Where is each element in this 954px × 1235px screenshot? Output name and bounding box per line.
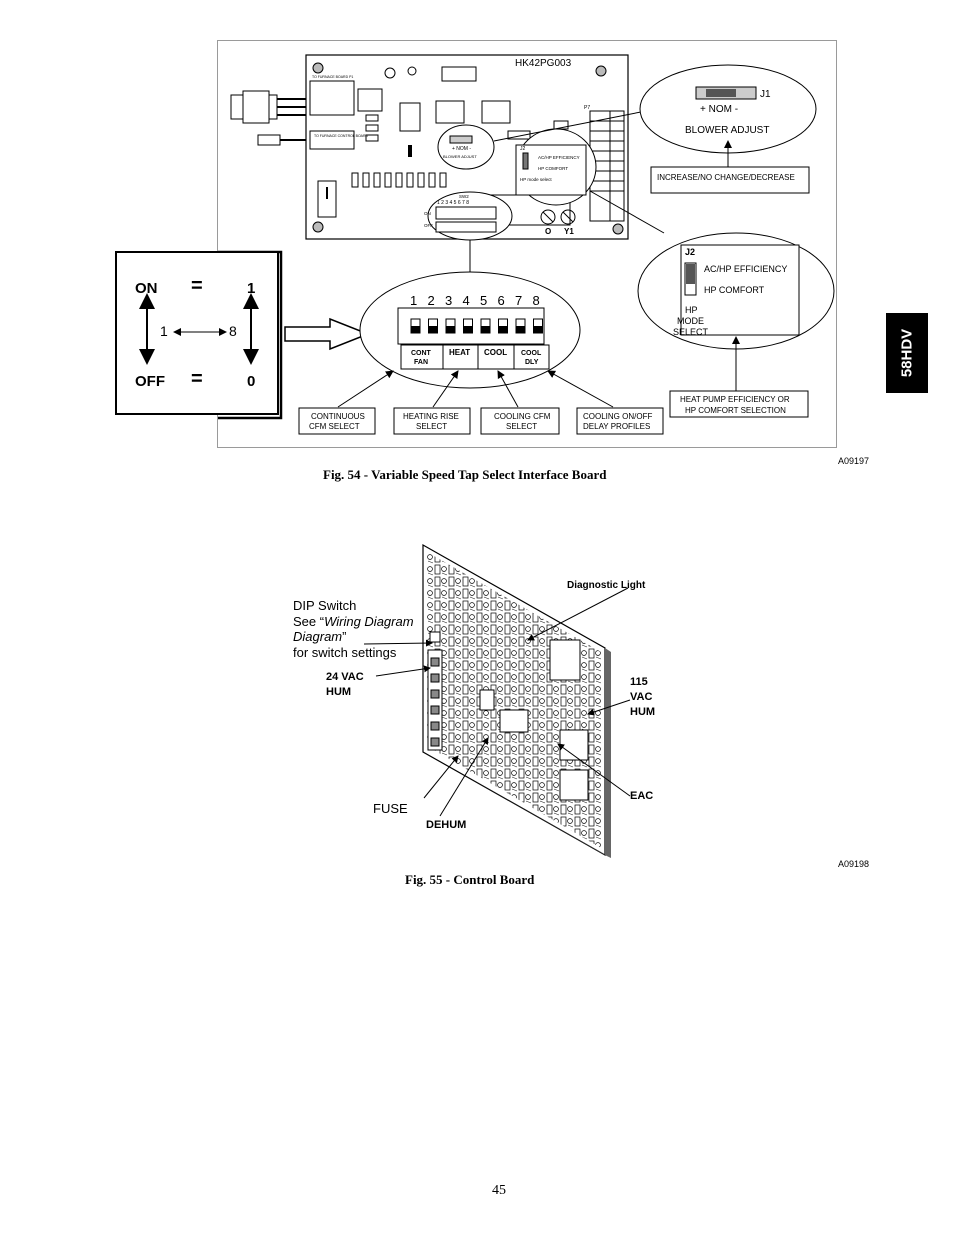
terminal-y1: Y1 xyxy=(564,227,574,236)
j2-option-2: HP COMFORT xyxy=(704,285,765,295)
fig54-code: A09197 xyxy=(838,456,870,466)
svg-text:HP mode select: HP mode select xyxy=(520,177,552,182)
terminal-o: O xyxy=(545,227,551,236)
wire-harness xyxy=(230,90,338,146)
fig55-code: A09198 xyxy=(838,859,870,869)
dip-switch-bank xyxy=(410,318,543,334)
j1-scale: + NOM - xyxy=(700,104,738,115)
j2-option-1: AC/HP EFFICIENCY xyxy=(704,264,787,274)
label-dip-switch-line2: See “Wiring Diagram xyxy=(293,613,414,629)
label-dip-switch-line4: for switch settings xyxy=(293,644,397,660)
blower-adjust-detail-small: + NOM - BLOWER ADJUST xyxy=(437,124,495,170)
dip-switch-knob-1 xyxy=(411,326,420,333)
dip-switch-knob-8 xyxy=(533,326,543,333)
hp-mode-detail-small: J2 AC/HP EFFICIENCY HP COMFORT HP mode s… xyxy=(515,128,597,206)
dip-number-3: 3 xyxy=(445,293,452,308)
dip-switch-detail-small: SW2 1 2 3 4 5 6 7 8 ON OFF xyxy=(424,191,513,241)
page-number: 45 xyxy=(492,1183,506,1198)
label-dehum: DEHUM xyxy=(426,819,467,831)
svg-text:BLOWER ADJUST: BLOWER ADJUST xyxy=(443,154,477,159)
svg-text:AC/HP EFFICIENCY: AC/HP EFFICIENCY xyxy=(538,155,580,160)
svg-text:ON: ON xyxy=(424,211,431,216)
switch-legend-arrows xyxy=(139,293,259,365)
fig54-caption: Fig. 54 - Variable Speed Tap Select Inte… xyxy=(323,467,607,482)
label-dip-switch-line1: DIP Switch xyxy=(293,598,357,613)
legend-on: ON xyxy=(135,280,158,297)
dip-switch-knob-2 xyxy=(428,326,438,333)
j2-detail: J2 AC/HP EFFICIENCY HP COMFORT HP MODE S… xyxy=(637,232,835,418)
dip-number-2: 2 xyxy=(428,293,435,308)
legend-eq-top: = xyxy=(191,275,203,297)
pointer-arrow xyxy=(284,317,371,351)
svg-text:J2: J2 xyxy=(520,146,526,152)
j1-detail: J1 + NOM - BLOWER ADJUST INCREASE/NO CHA… xyxy=(639,64,817,194)
legend-one: 1 xyxy=(247,280,256,297)
label-dip-switch-line3: Diagram” xyxy=(293,629,347,644)
board-model: HK42PG003 xyxy=(515,58,572,69)
legend-left-num: 1 xyxy=(160,323,168,339)
dip-switch-knob-7 xyxy=(516,326,525,333)
j2-note: HEAT PUMP EFFICIENCY OR HP COMFORT SELEC… xyxy=(680,395,792,415)
label-diagnostic-light: Diagnostic Light xyxy=(567,580,646,591)
svg-text:SW2: SW2 xyxy=(459,194,469,199)
legend-zero: 0 xyxy=(247,373,256,390)
label-eac: EAC xyxy=(630,790,654,802)
control-board-illustration xyxy=(363,543,631,858)
legend-off: OFF xyxy=(135,373,165,390)
dip-number-7: 7 xyxy=(515,293,522,308)
svg-text:HP COMFORT: HP COMFORT xyxy=(538,166,568,171)
svg-text:+ NOM -: + NOM - xyxy=(452,146,471,152)
dip-switch-knob-6 xyxy=(498,326,508,333)
dip-switch-knob-3 xyxy=(446,326,455,333)
j2-label: J2 xyxy=(685,247,695,257)
j1-note: INCREASE/NO CHANGE/DECREASE xyxy=(657,173,795,182)
p7-label: P7 xyxy=(584,105,590,111)
label-dip-switch: DIP Switch See “Wiring Diagram Diagram” … xyxy=(293,598,414,660)
furnace-label-2: TO FURNACE CONTROL BOARD xyxy=(314,134,369,138)
section-tab: 58HDV xyxy=(886,313,928,393)
dip-switch-knob-5 xyxy=(481,326,490,333)
j1-title: BLOWER ADJUST xyxy=(685,125,769,136)
dip-group-heat: HEAT xyxy=(449,348,470,357)
j1-label: J1 xyxy=(760,89,771,100)
fig55-caption: Fig. 55 - Control Board xyxy=(405,872,535,887)
section-tab-label: 58HDV xyxy=(898,328,916,378)
switch-legend-box: ON = 1 1 8 OFF = 0 xyxy=(115,251,279,415)
dip-number-6: 6 xyxy=(498,293,505,308)
figure-55 xyxy=(280,540,680,860)
dip-number-5: 5 xyxy=(480,293,487,308)
furnace-label-1: TO FURNACE BOARD P1 xyxy=(312,75,353,79)
dip-callouts xyxy=(298,370,664,435)
legend-eq-bottom: = xyxy=(191,368,203,390)
legend-right-num: 8 xyxy=(229,323,237,339)
dip-number-4: 4 xyxy=(463,293,470,308)
figure-54-diagram: HK42PG003 TO FURNACE BOARD P1 TO FURNACE… xyxy=(114,54,835,435)
dip-number-8: 8 xyxy=(533,293,540,308)
detail-leaders xyxy=(469,110,665,273)
svg-text:OFF: OFF xyxy=(424,223,433,228)
label-fuse: FUSE xyxy=(373,801,408,816)
figure-54: HK42PG003 TO FURNACE BOARD P1 TO FURNACE… xyxy=(114,40,837,448)
j2-mode: HP MODE SELECT xyxy=(673,305,709,337)
dip-number-1: 1 xyxy=(410,293,417,308)
svg-text:1 2 3 4 5 6 7 8: 1 2 3 4 5 6 7 8 xyxy=(437,200,469,206)
dip-switch-knob-4 xyxy=(463,326,473,333)
dip-group-cool: COOL xyxy=(484,348,507,357)
